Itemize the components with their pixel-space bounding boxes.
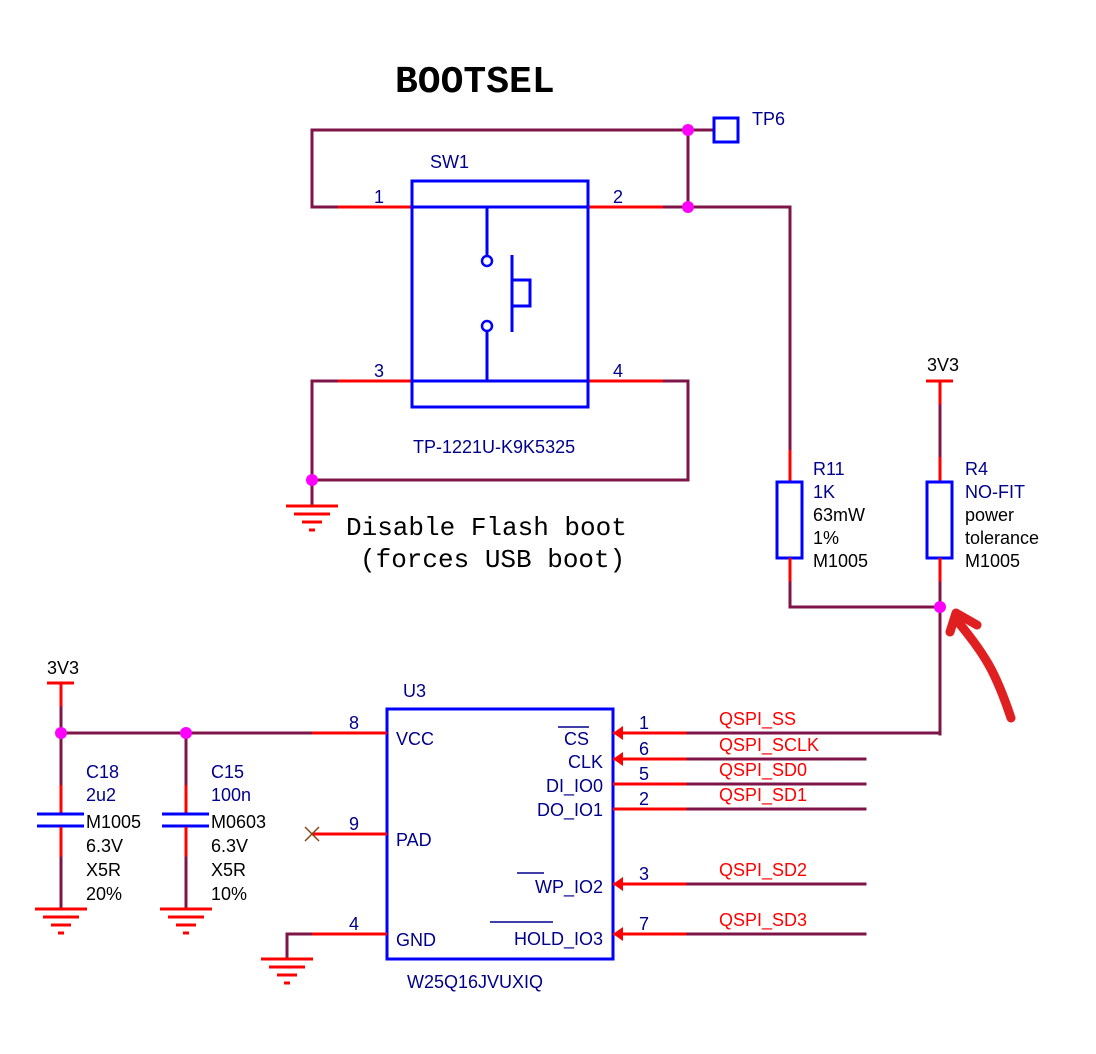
- sw1-pin3-number: 3: [374, 361, 384, 381]
- u3-pin-name: HOLD_IO3: [514, 929, 603, 950]
- tp6-designator: TP6: [752, 109, 785, 129]
- u3-designator: U3: [403, 681, 426, 701]
- c15-tolerance: 10%: [211, 884, 247, 904]
- r11-designator: R11: [813, 459, 845, 479]
- r11-value: 1K: [813, 482, 835, 502]
- junction-dot: [682, 201, 694, 213]
- cap-power-rail-label: 3V3: [47, 658, 79, 678]
- input-arrow-icon: [613, 877, 623, 891]
- c18-voltage: 6.3V: [86, 836, 123, 856]
- junction-dot: [180, 727, 192, 739]
- annotation-arrow-icon: [945, 608, 1016, 723]
- testpoint-pad-icon: [712, 116, 740, 144]
- sw1-pin4-number: 4: [613, 361, 623, 381]
- c15-dielectric: X5R: [211, 860, 246, 880]
- ground-icon: [286, 504, 338, 532]
- capacitor-c15: C15 100n M0603 6.3V X5R 10%: [160, 731, 266, 935]
- u3-pin-number: 1: [639, 713, 649, 733]
- r11-power: 63mW: [813, 505, 865, 525]
- r4-power-rail-label: 3V3: [927, 355, 959, 375]
- c18-tolerance: 20%: [86, 884, 122, 904]
- sw1-designator: SW1: [430, 152, 469, 172]
- c18-package: M1005: [86, 812, 141, 832]
- sw1-body: [410, 179, 590, 409]
- r4-tolerance: tolerance: [965, 528, 1039, 548]
- input-arrow-icon: [613, 726, 623, 740]
- input-arrow-icon: [613, 752, 623, 766]
- c18-designator: C18: [86, 762, 119, 782]
- ground-icon: [35, 907, 87, 935]
- r4-package: M1005: [965, 551, 1020, 571]
- net-label: QSPI_SD1: [719, 785, 807, 806]
- wire-to-r11: [661, 205, 792, 452]
- resistor-r4: 3V3 R4 NO-FIT power tolerance M1005: [925, 355, 1039, 736]
- junction-dot-highlighted: [934, 601, 946, 613]
- u3-pin-name: DO_IO1: [537, 800, 603, 821]
- junction-dot: [682, 124, 694, 136]
- no-connect-icon: [304, 826, 320, 842]
- wire-gnd-loop: [310, 379, 690, 482]
- c15-voltage: 6.3V: [211, 836, 248, 856]
- ground-icon: [261, 957, 313, 985]
- wire-tp6-loop: [310, 128, 690, 209]
- testpoint-tp6: TP6: [712, 109, 785, 144]
- u3-pin-number: 2: [639, 789, 649, 809]
- c18-dielectric: X5R: [86, 860, 121, 880]
- net-label: QSPI_SS: [719, 709, 796, 730]
- net-label: QSPI_SCLK: [719, 735, 819, 756]
- r4-designator: R4: [965, 459, 988, 479]
- power-rail-icon: [926, 379, 953, 406]
- net-label: QSPI_SD3: [719, 910, 807, 931]
- r11-tolerance: 1%: [813, 528, 839, 548]
- resistor-r11-body: [775, 480, 804, 560]
- sw1-pin2-number: 2: [613, 187, 623, 207]
- ground-icon: [160, 907, 212, 935]
- u3-pin-name: WP_IO2: [535, 877, 603, 898]
- power-rail-icon: [47, 681, 74, 708]
- net-label: QSPI_SD0: [719, 760, 807, 781]
- pushbutton-icon: [480, 207, 532, 381]
- u3-pin-number: 8: [349, 713, 359, 733]
- sw1-part-number: TP-1221U-K9K5325: [413, 437, 575, 457]
- u3-pin-number: 3: [639, 864, 649, 884]
- u3-pin-number: 6: [639, 739, 649, 759]
- resistor-r11: R11 1K 63mW 1% M1005: [775, 450, 942, 609]
- r4-power: power: [965, 505, 1014, 525]
- u3-pin-name: GND: [396, 930, 436, 950]
- sw1-pin1-number: 1: [374, 187, 384, 207]
- input-arrow-icon: [613, 927, 623, 941]
- ic-u3: U3 W25Q16JVUXIQ 8 VCC 9 PAD 4 GND 1 CS: [261, 681, 942, 992]
- u3-pin-name: PAD: [396, 830, 432, 850]
- u3-pin-number: 7: [639, 914, 649, 934]
- wire-u3-gnd: [285, 932, 314, 960]
- r4-value: NO-FIT: [965, 482, 1025, 502]
- schematic-title: BOOTSEL: [395, 61, 555, 104]
- note-line-1: Disable Flash boot: [346, 513, 627, 543]
- junction-dot: [306, 474, 318, 486]
- note-line-2: (forces USB boot): [360, 545, 625, 575]
- capacitor-c18: C18 2u2 M1005 6.3V X5R 20%: [35, 731, 141, 935]
- u3-pin-name: CLK: [568, 752, 603, 772]
- u3-pin-name: VCC: [396, 729, 434, 749]
- u3-pin-number: 9: [349, 814, 359, 834]
- u3-pin-number: 4: [349, 914, 359, 934]
- u3-part-number: W25Q16JVUXIQ: [407, 972, 543, 992]
- c18-value: 2u2: [86, 785, 116, 805]
- r11-package: M1005: [813, 551, 868, 571]
- junction-dot: [55, 727, 67, 739]
- c15-value: 100n: [211, 785, 251, 805]
- u3-pin-number: 5: [639, 764, 649, 784]
- net-label: QSPI_SD2: [719, 860, 807, 881]
- u3-pin-name: CS: [564, 729, 589, 749]
- u3-pin-name: DI_IO0: [546, 776, 603, 797]
- switch-sw1: SW1 1 2 3 4 TP-1221U-K9K5325: [310, 128, 792, 507]
- c15-designator: C15: [211, 762, 244, 782]
- resistor-r4-body: [925, 480, 954, 560]
- c15-package: M0603: [211, 812, 266, 832]
